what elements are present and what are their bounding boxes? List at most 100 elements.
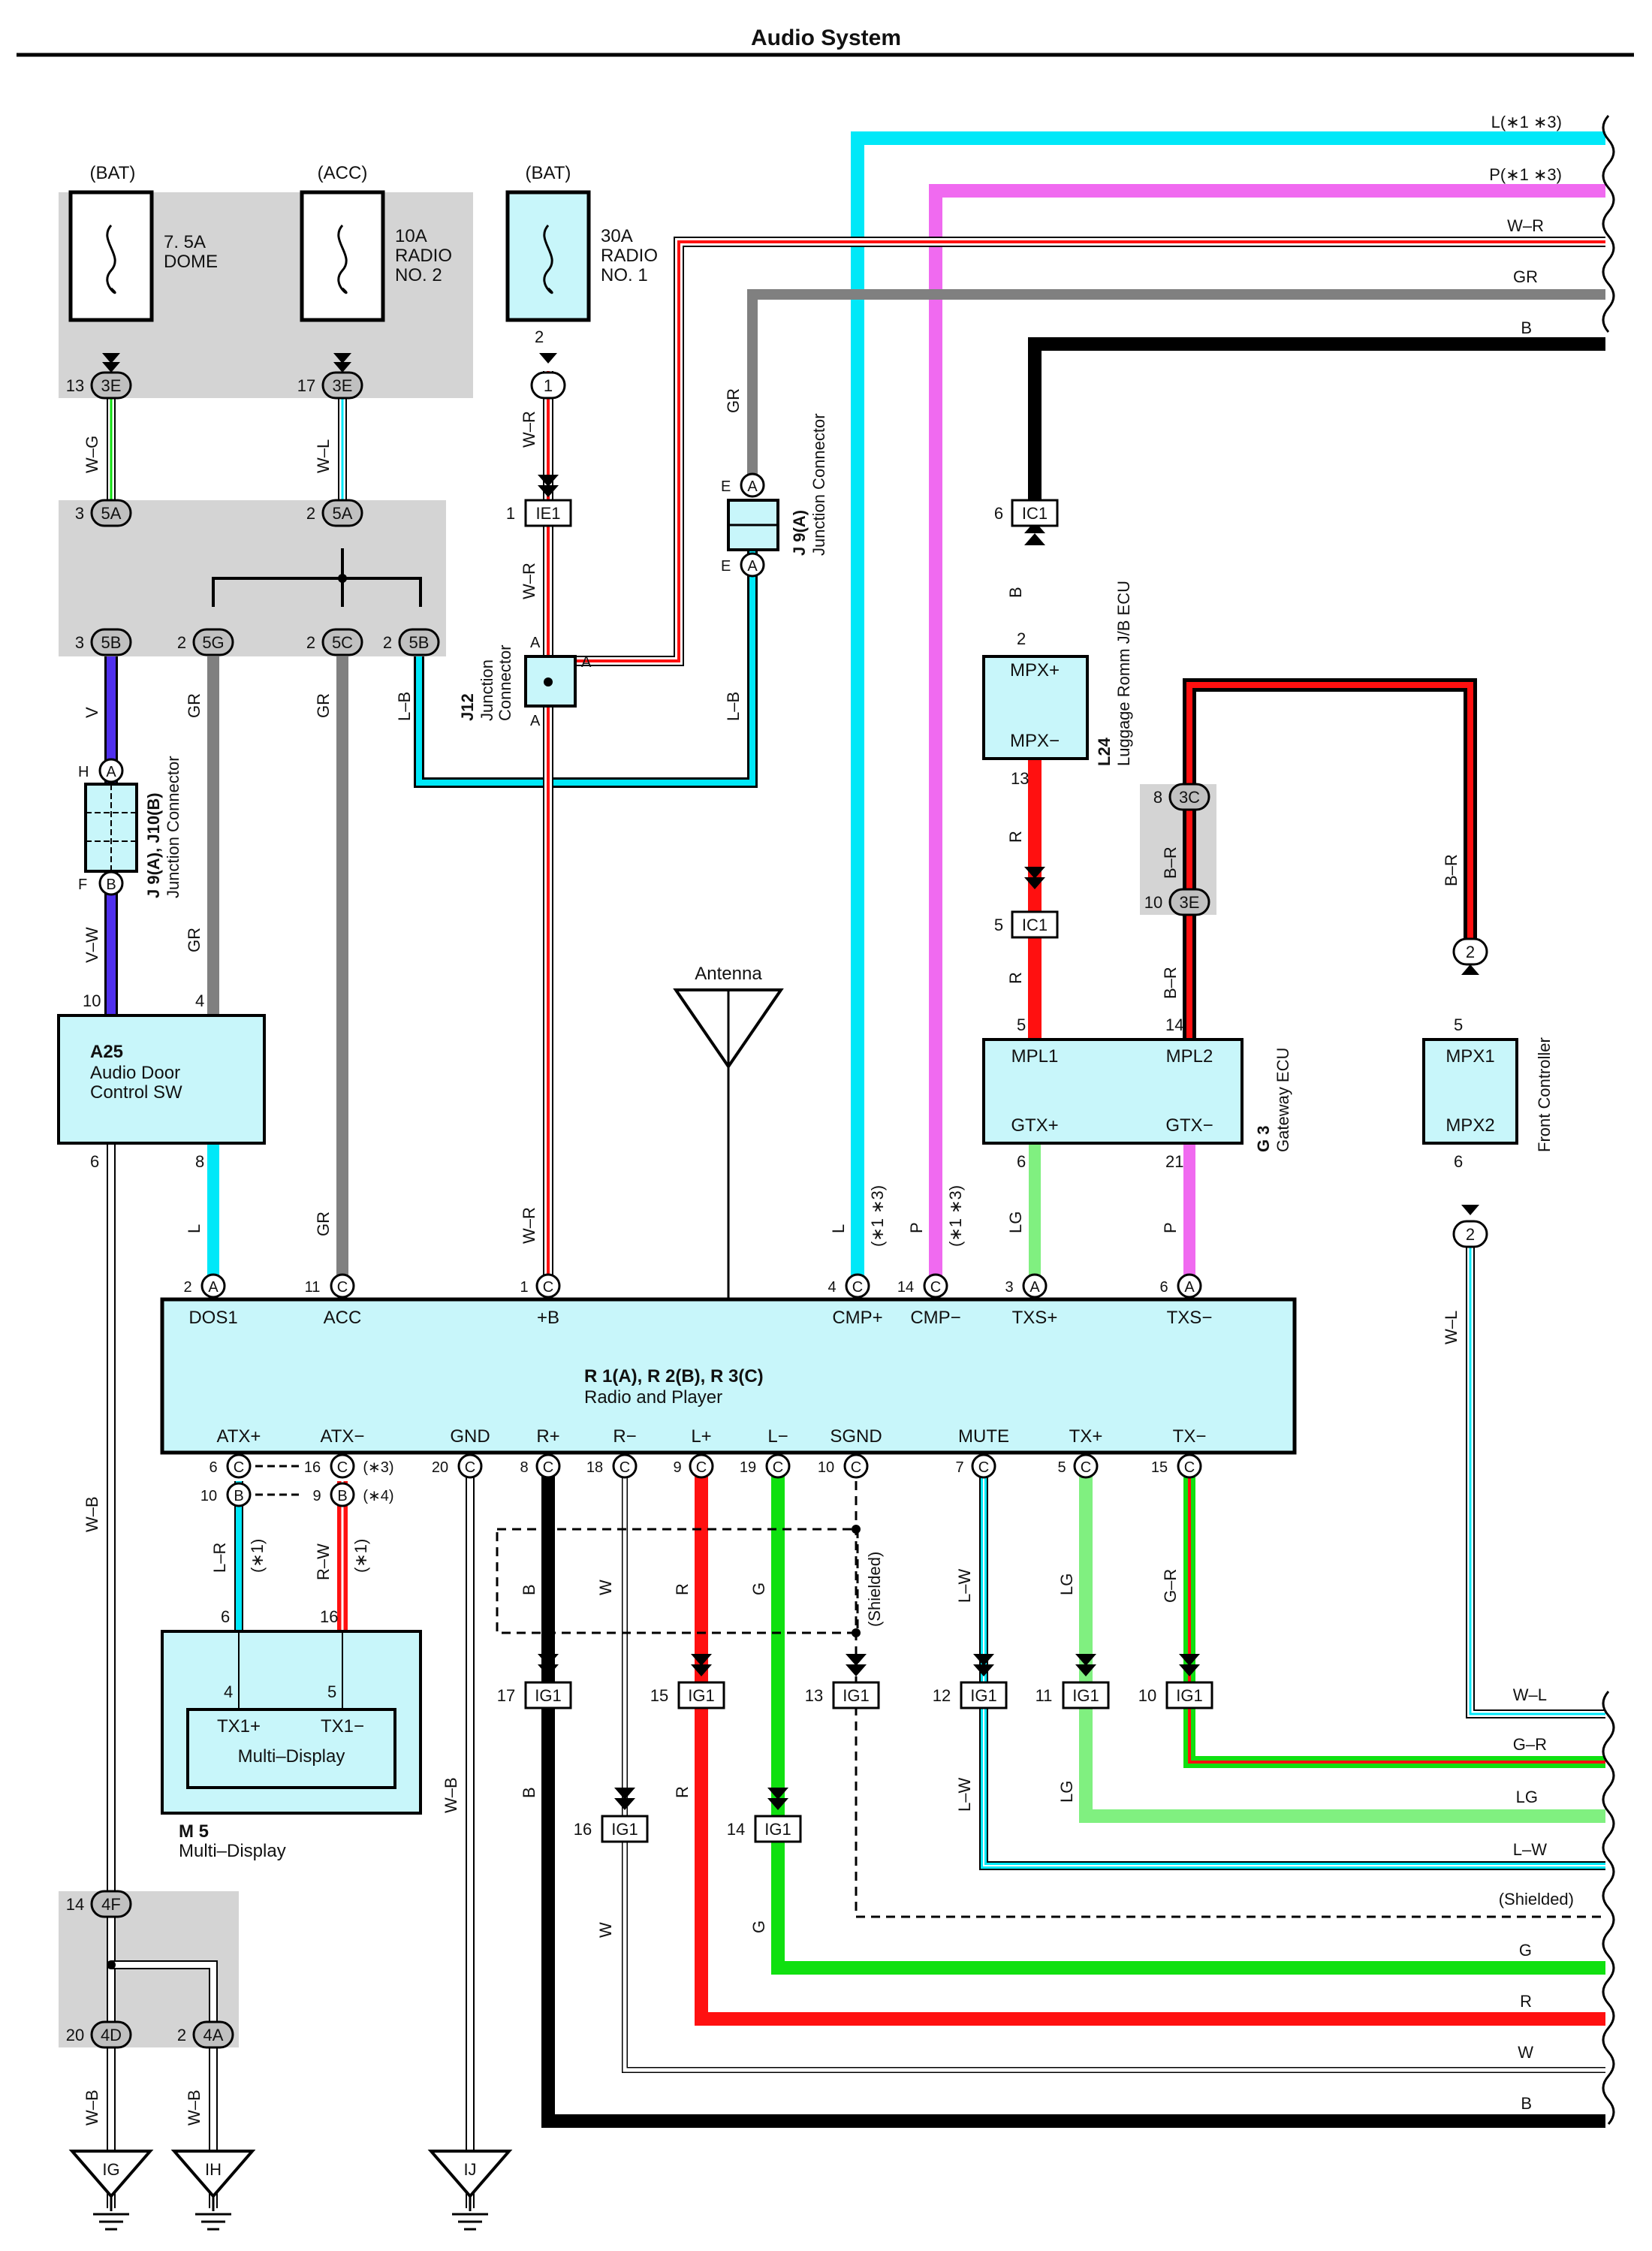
svg-text:L+: L+ <box>691 1426 711 1447</box>
svg-text:C: C <box>620 1459 630 1476</box>
svg-text:10: 10 <box>1144 893 1162 912</box>
svg-text:9: 9 <box>673 1459 681 1476</box>
svg-text:5B: 5B <box>409 633 430 652</box>
svg-text:Junction: Junction <box>478 659 496 721</box>
right-edge-labels: L(∗1 ∗3) P(∗1 ∗3) W–R GR B W–L G–R LG L–… <box>1489 113 1574 2113</box>
svg-text:8: 8 <box>1153 788 1162 807</box>
svg-text:B: B <box>234 1488 243 1504</box>
svg-text:(∗3): (∗3) <box>363 1459 393 1476</box>
svg-text:5G: 5G <box>202 633 224 652</box>
svg-text:5C: 5C <box>332 633 353 652</box>
svg-text:Junction Connector: Junction Connector <box>164 756 182 898</box>
svg-text:GR: GR <box>724 388 743 413</box>
shield-box <box>496 1528 859 1634</box>
svg-text:14: 14 <box>727 1820 745 1839</box>
svg-text:18: 18 <box>586 1459 603 1476</box>
svg-text:2: 2 <box>1466 943 1475 961</box>
svg-text:GR: GR <box>185 928 203 952</box>
svg-text:TX1−: TX1− <box>321 1716 364 1737</box>
page-title: Audio System <box>751 26 901 50</box>
svg-text:L−: L− <box>767 1426 788 1447</box>
svg-text:G 3: G 3 <box>1254 1126 1273 1152</box>
svg-text:14: 14 <box>897 1279 914 1296</box>
svg-text:TXS+: TXS+ <box>1012 1308 1058 1328</box>
svg-text:6: 6 <box>1017 1152 1026 1171</box>
svg-text:R: R <box>673 1583 692 1595</box>
svg-text:MPL2: MPL2 <box>1166 1046 1213 1067</box>
svg-text:10: 10 <box>83 991 101 1010</box>
svg-text:B: B <box>1006 587 1025 598</box>
svg-text:GR: GR <box>314 1211 333 1236</box>
svg-text:C: C <box>465 1459 475 1476</box>
svg-text:A25: A25 <box>90 1042 123 1062</box>
svg-text:5B: 5B <box>101 633 122 652</box>
svg-text:ATX+: ATX+ <box>217 1426 261 1447</box>
ground-symbols: IG IH IJ <box>68 2150 513 2231</box>
svg-text:W–B: W–B <box>83 1496 101 1532</box>
svg-text:W–R: W–R <box>520 1207 538 1244</box>
svg-text:(∗1 ∗3): (∗1 ∗3) <box>946 1185 965 1247</box>
svg-text:2: 2 <box>1017 629 1026 648</box>
svg-text:4D: 4D <box>101 2026 122 2044</box>
wire-B-top <box>1028 337 1605 511</box>
svg-text:6: 6 <box>1454 1152 1463 1171</box>
svg-text:14: 14 <box>66 1895 84 1914</box>
svg-text:W–B: W–B <box>83 2090 101 2126</box>
svg-text:A: A <box>581 654 592 671</box>
svg-text:P: P <box>907 1222 926 1233</box>
svg-text:1: 1 <box>506 504 515 523</box>
svg-text:10: 10 <box>1138 1686 1156 1705</box>
svg-text:R: R <box>1520 1992 1532 2011</box>
right-edge-breaks <box>1602 115 1615 2125</box>
l24-component: MPX+ MPX− 213 L24 Luggage Romm J/B ECU <box>982 581 1133 788</box>
svg-text:R 1(A), R 2(B), R 3(C): R 1(A), R 2(B), R 3(C) <box>584 1366 764 1387</box>
svg-text:(BAT): (BAT) <box>90 163 136 183</box>
svg-text:C: C <box>1184 1459 1195 1476</box>
svg-text:A: A <box>1029 1279 1040 1296</box>
svg-text:7: 7 <box>955 1459 963 1476</box>
svg-text:B: B <box>337 1488 347 1504</box>
svg-text:C: C <box>234 1459 244 1476</box>
svg-text:Junction Connector: Junction Connector <box>809 413 828 556</box>
svg-text:4: 4 <box>195 991 204 1010</box>
wire-LG-tx <box>1079 1466 1605 1823</box>
svg-text:C: C <box>773 1459 783 1476</box>
svg-text:2: 2 <box>383 633 392 652</box>
svg-text:6: 6 <box>1159 1279 1168 1296</box>
svg-text:IC1: IC1 <box>1022 504 1048 523</box>
svg-text:IG1: IG1 <box>688 1686 714 1705</box>
svg-text:W–G: W–G <box>83 436 101 473</box>
svg-text:C: C <box>337 1459 348 1476</box>
svg-text:G: G <box>749 1921 768 1933</box>
svg-text:6: 6 <box>994 504 1003 523</box>
svg-text:R: R <box>673 1786 692 1798</box>
svg-text:6: 6 <box>221 1607 230 1626</box>
svg-text:2: 2 <box>1466 1225 1475 1244</box>
svg-text:W–R: W–R <box>520 563 538 599</box>
svg-text:5A: 5A <box>333 504 353 523</box>
svg-text:GR: GR <box>314 693 333 718</box>
svg-text:C: C <box>696 1459 707 1476</box>
svg-text:P(∗1 ∗3): P(∗1 ∗3) <box>1489 165 1562 184</box>
svg-text:LG: LG <box>1006 1211 1025 1233</box>
svg-text:2: 2 <box>177 633 186 652</box>
svg-text:2: 2 <box>177 2026 186 2044</box>
svg-text:2: 2 <box>306 633 315 652</box>
svg-text:J 9(A): J 9(A) <box>790 510 809 556</box>
svg-text:GTX+: GTX+ <box>1011 1115 1058 1136</box>
svg-text:A: A <box>208 1279 219 1296</box>
svg-text:IG1: IG1 <box>535 1686 561 1705</box>
j9a-connector: A A EE J 9(A) Junction Connector <box>721 413 828 578</box>
svg-text:A: A <box>530 635 541 651</box>
svg-text:TX1+: TX1+ <box>217 1716 261 1737</box>
svg-text:IH: IH <box>205 2160 222 2179</box>
svg-text:IJ: IJ <box>463 2160 476 2179</box>
svg-text:3: 3 <box>75 633 84 652</box>
svg-text:C: C <box>930 1279 941 1296</box>
svg-text:4: 4 <box>828 1279 836 1296</box>
